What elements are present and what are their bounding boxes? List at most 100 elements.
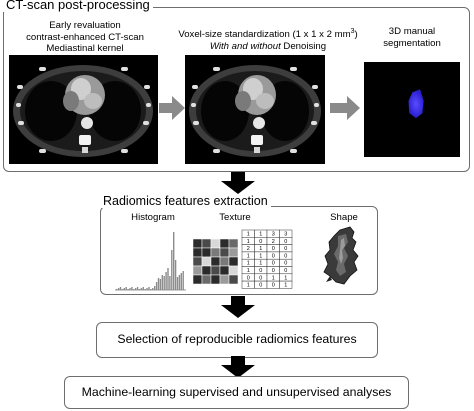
histogram-bar: [127, 289, 129, 290]
ml-stage-label: Machine-learning supervised and unsuperv…: [81, 385, 392, 399]
histogram-bar: [136, 287, 139, 290]
histogram-bar: [142, 287, 144, 290]
selection-stage-label: Selection of reproducible radiomics feat…: [117, 332, 357, 346]
histogram-bar: [133, 289, 135, 290]
ct-scan-image-original: [9, 55, 158, 164]
histogram-bar: [167, 268, 169, 290]
histogram-bar: [123, 288, 125, 290]
texture-matrix-value: 3: [284, 232, 287, 238]
histogram-bar: [174, 260, 177, 290]
histogram-bar: [125, 287, 127, 290]
texture-gray-cell: [193, 265, 203, 276]
panel3-caption-line1: 3D manual: [388, 26, 436, 37]
panel3-caption-line2: segmentation: [383, 37, 441, 49]
texture-gray-cell: [228, 265, 239, 276]
ct-scan-image-standardized: [185, 55, 325, 164]
texture-matrix-value: 1: [272, 275, 275, 281]
histogram-bar: [180, 273, 182, 290]
texture-gray-cell: [201, 274, 212, 285]
texture-gray-cell: [219, 239, 230, 249]
texture-gray-cell: [201, 265, 212, 276]
selection-stage-box: Selection of reproducible radiomics feat…: [96, 322, 378, 358]
panel2-caption-italic: With and without: [209, 40, 281, 52]
texture-gray-cell: [210, 247, 221, 258]
texture-matrix-value: 3: [272, 232, 275, 238]
texture-matrix-value: 1: [284, 283, 287, 289]
histogram-bar: [155, 282, 158, 290]
texture-gray-cell: [219, 247, 230, 258]
histogram-bar: [117, 288, 120, 290]
texture-matrix-value: 0: [272, 283, 275, 289]
texture-matrix-value: 0: [284, 253, 287, 259]
histogram-bar: [178, 275, 181, 290]
texture-label: Texture: [219, 212, 251, 223]
histogram-bar: [148, 287, 150, 290]
histogram-bar: [182, 271, 184, 290]
texture-matrix-value: 0: [272, 261, 275, 267]
down-arrow-1: [221, 172, 255, 194]
histogram-bar: [138, 289, 141, 290]
histogram-label: Histogram: [131, 212, 175, 223]
panel2-caption-line1: Voxel-size standardization (1 x 1 x 2 mm: [178, 29, 351, 41]
histogram-bar: [131, 287, 133, 290]
texture-gray-cell: [201, 239, 212, 249]
histogram-bar: [150, 289, 152, 290]
texture-matrix-value: 0: [247, 275, 250, 281]
panel2-caption-close: ): [354, 29, 358, 41]
histogram-bar: [161, 275, 163, 290]
texture-gray-cell: [193, 239, 203, 249]
texture-matrix-value: 1: [259, 261, 262, 267]
histogram-bar: [159, 279, 162, 290]
texture-matrix-value: 0: [284, 261, 287, 267]
panel1-caption: Early revaluation contrast-enhanced CT-s…: [7, 20, 163, 55]
shape-3d: [314, 224, 370, 288]
texture-matrix-value: 0: [259, 283, 262, 289]
texture-matrix-value: 1: [247, 239, 250, 245]
panel2-caption-rest: Denoising: [280, 40, 327, 52]
texture-matrix-value: 1: [247, 261, 250, 267]
texture-gray-cell: [228, 274, 239, 285]
texture-gray-grid: [193, 239, 239, 285]
panel1-caption-line3: Mediastinal kernel: [46, 43, 124, 54]
texture-matrix-value: 2: [247, 246, 250, 252]
texture-matrix-value: 1: [247, 268, 250, 274]
texture-gray-cell: [193, 274, 203, 285]
histogram-bar: [116, 289, 118, 290]
postprocessing-title: CT-scan post-processing: [3, 0, 153, 12]
histogram-bar: [154, 286, 156, 290]
texture-gray-cell: [219, 256, 230, 267]
texture-matrix-value: 1: [259, 253, 262, 259]
texture-matrix-value: 0: [284, 246, 287, 252]
texture-gray-cell: [210, 239, 221, 249]
histogram-bar: [121, 289, 124, 290]
radiomics-title: Radiomics features extraction: [100, 194, 271, 208]
texture-matrix-value: 1: [259, 232, 262, 238]
texture-gray-cell: [210, 265, 221, 276]
texture-matrix-value: 2: [272, 239, 275, 245]
down-arrow-3: [221, 356, 255, 378]
texture-matrix-value: 1: [284, 275, 287, 281]
texture-gray-cell: [210, 274, 221, 285]
texture-matrix-value: 0: [272, 268, 275, 274]
histogram-bar: [140, 288, 143, 290]
histogram-bar: [157, 278, 160, 290]
texture-matrix-value: 1: [247, 253, 250, 259]
segmentation-image: [364, 62, 460, 157]
texture-matrix-value: 0: [284, 239, 287, 245]
panel1-caption-line2: contrast-enhanced CT-scan: [26, 31, 144, 43]
histogram-bar: [171, 250, 173, 290]
histogram-bar: [169, 276, 171, 290]
texture-gray-cell: [210, 256, 221, 267]
texture-matrix-value: 1: [259, 246, 262, 252]
texture-gray-cell: [219, 265, 230, 276]
panel3-caption: 3D manual segmentation: [370, 26, 454, 49]
histogram-bar: [165, 272, 167, 290]
histogram-bar: [144, 289, 146, 290]
ml-stage-box: Machine-learning supervised and unsuperv…: [64, 376, 409, 409]
histogram-bar: [135, 288, 137, 290]
histogram-bar: [129, 288, 131, 290]
panel1-caption-line1: Early revaluation: [49, 20, 121, 31]
texture-gray-cell: [201, 247, 212, 258]
histogram-bar: [176, 277, 179, 290]
